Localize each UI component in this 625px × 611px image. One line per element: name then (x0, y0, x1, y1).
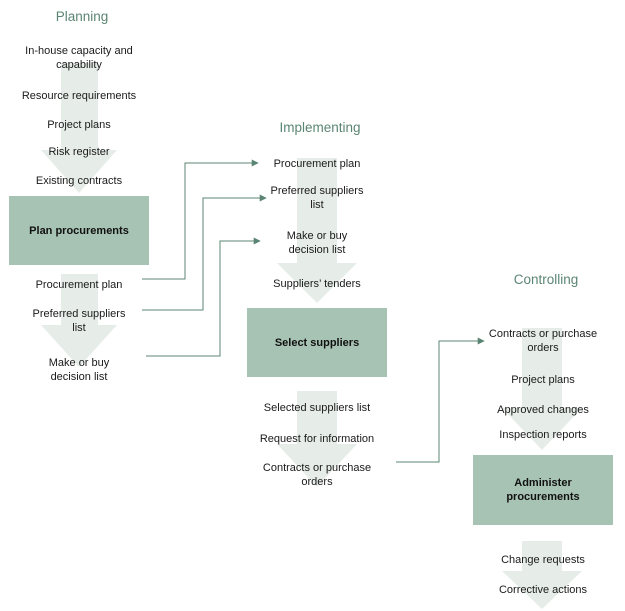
controlling-title: Controlling (513, 272, 579, 287)
implementing-input-arrow (277, 158, 357, 303)
planning-output-3: Make or buy decision list (48, 357, 110, 383)
controlling-input-4: Inspection reports (499, 429, 587, 441)
controlling-input-2: Project plans (511, 374, 575, 386)
plan-procurements-label: Plan procurements (29, 224, 129, 237)
controlling-input-3: Approved changes (497, 404, 589, 416)
select-suppliers-box: Select suppliers (247, 308, 387, 377)
implementing-output-2: Request for information (259, 433, 375, 445)
controlling-input-arrow (502, 328, 582, 450)
connector-make-or-buy (146, 237, 261, 357)
connector-preferred-suppliers (142, 194, 267, 311)
connector-procurement-plan (142, 159, 259, 280)
planning-input-5: Existing contracts (35, 175, 123, 187)
controlling-output-1: Change requests (501, 554, 585, 566)
controlling-input-1: Contracts or purchase orders (488, 328, 598, 354)
planning-output-arrow (41, 274, 117, 367)
planning-input-3: Project plans (47, 119, 111, 131)
administer-procurements-label: Administer procurements (506, 477, 580, 503)
plan-procurements-box: Plan procurements (9, 196, 149, 265)
implementing-output-1: Selected suppliers list (263, 402, 371, 414)
controlling-output-arrow (502, 541, 582, 609)
planning-input-2: Resource requirements (21, 90, 137, 102)
implementing-input-3: Make or buy decision list (286, 230, 348, 256)
planning-output-2: Preferred suppliers list (32, 308, 126, 334)
controlling-output-2: Corrective actions (498, 584, 588, 596)
implementing-input-2: Preferred suppliers list (270, 185, 364, 211)
select-suppliers-label: Select suppliers (274, 336, 360, 349)
connector-contracts (396, 337, 485, 463)
planning-title: Planning (55, 9, 109, 24)
planning-input-1: In-house capacity and capability (25, 45, 133, 71)
implementing-title: Implementing (279, 120, 361, 135)
planning-input-4: Risk register (48, 146, 110, 158)
planning-output-1: Procurement plan (35, 279, 123, 291)
implementing-output-arrow (277, 391, 357, 487)
implementing-output-3: Contracts or purchase orders (262, 462, 372, 488)
implementing-input-4: Suppliers’ tenders (273, 278, 361, 290)
planning-input-arrow (41, 63, 117, 193)
administer-procurements-box: Administer procurements (473, 455, 613, 525)
implementing-input-1: Procurement plan (273, 158, 361, 170)
